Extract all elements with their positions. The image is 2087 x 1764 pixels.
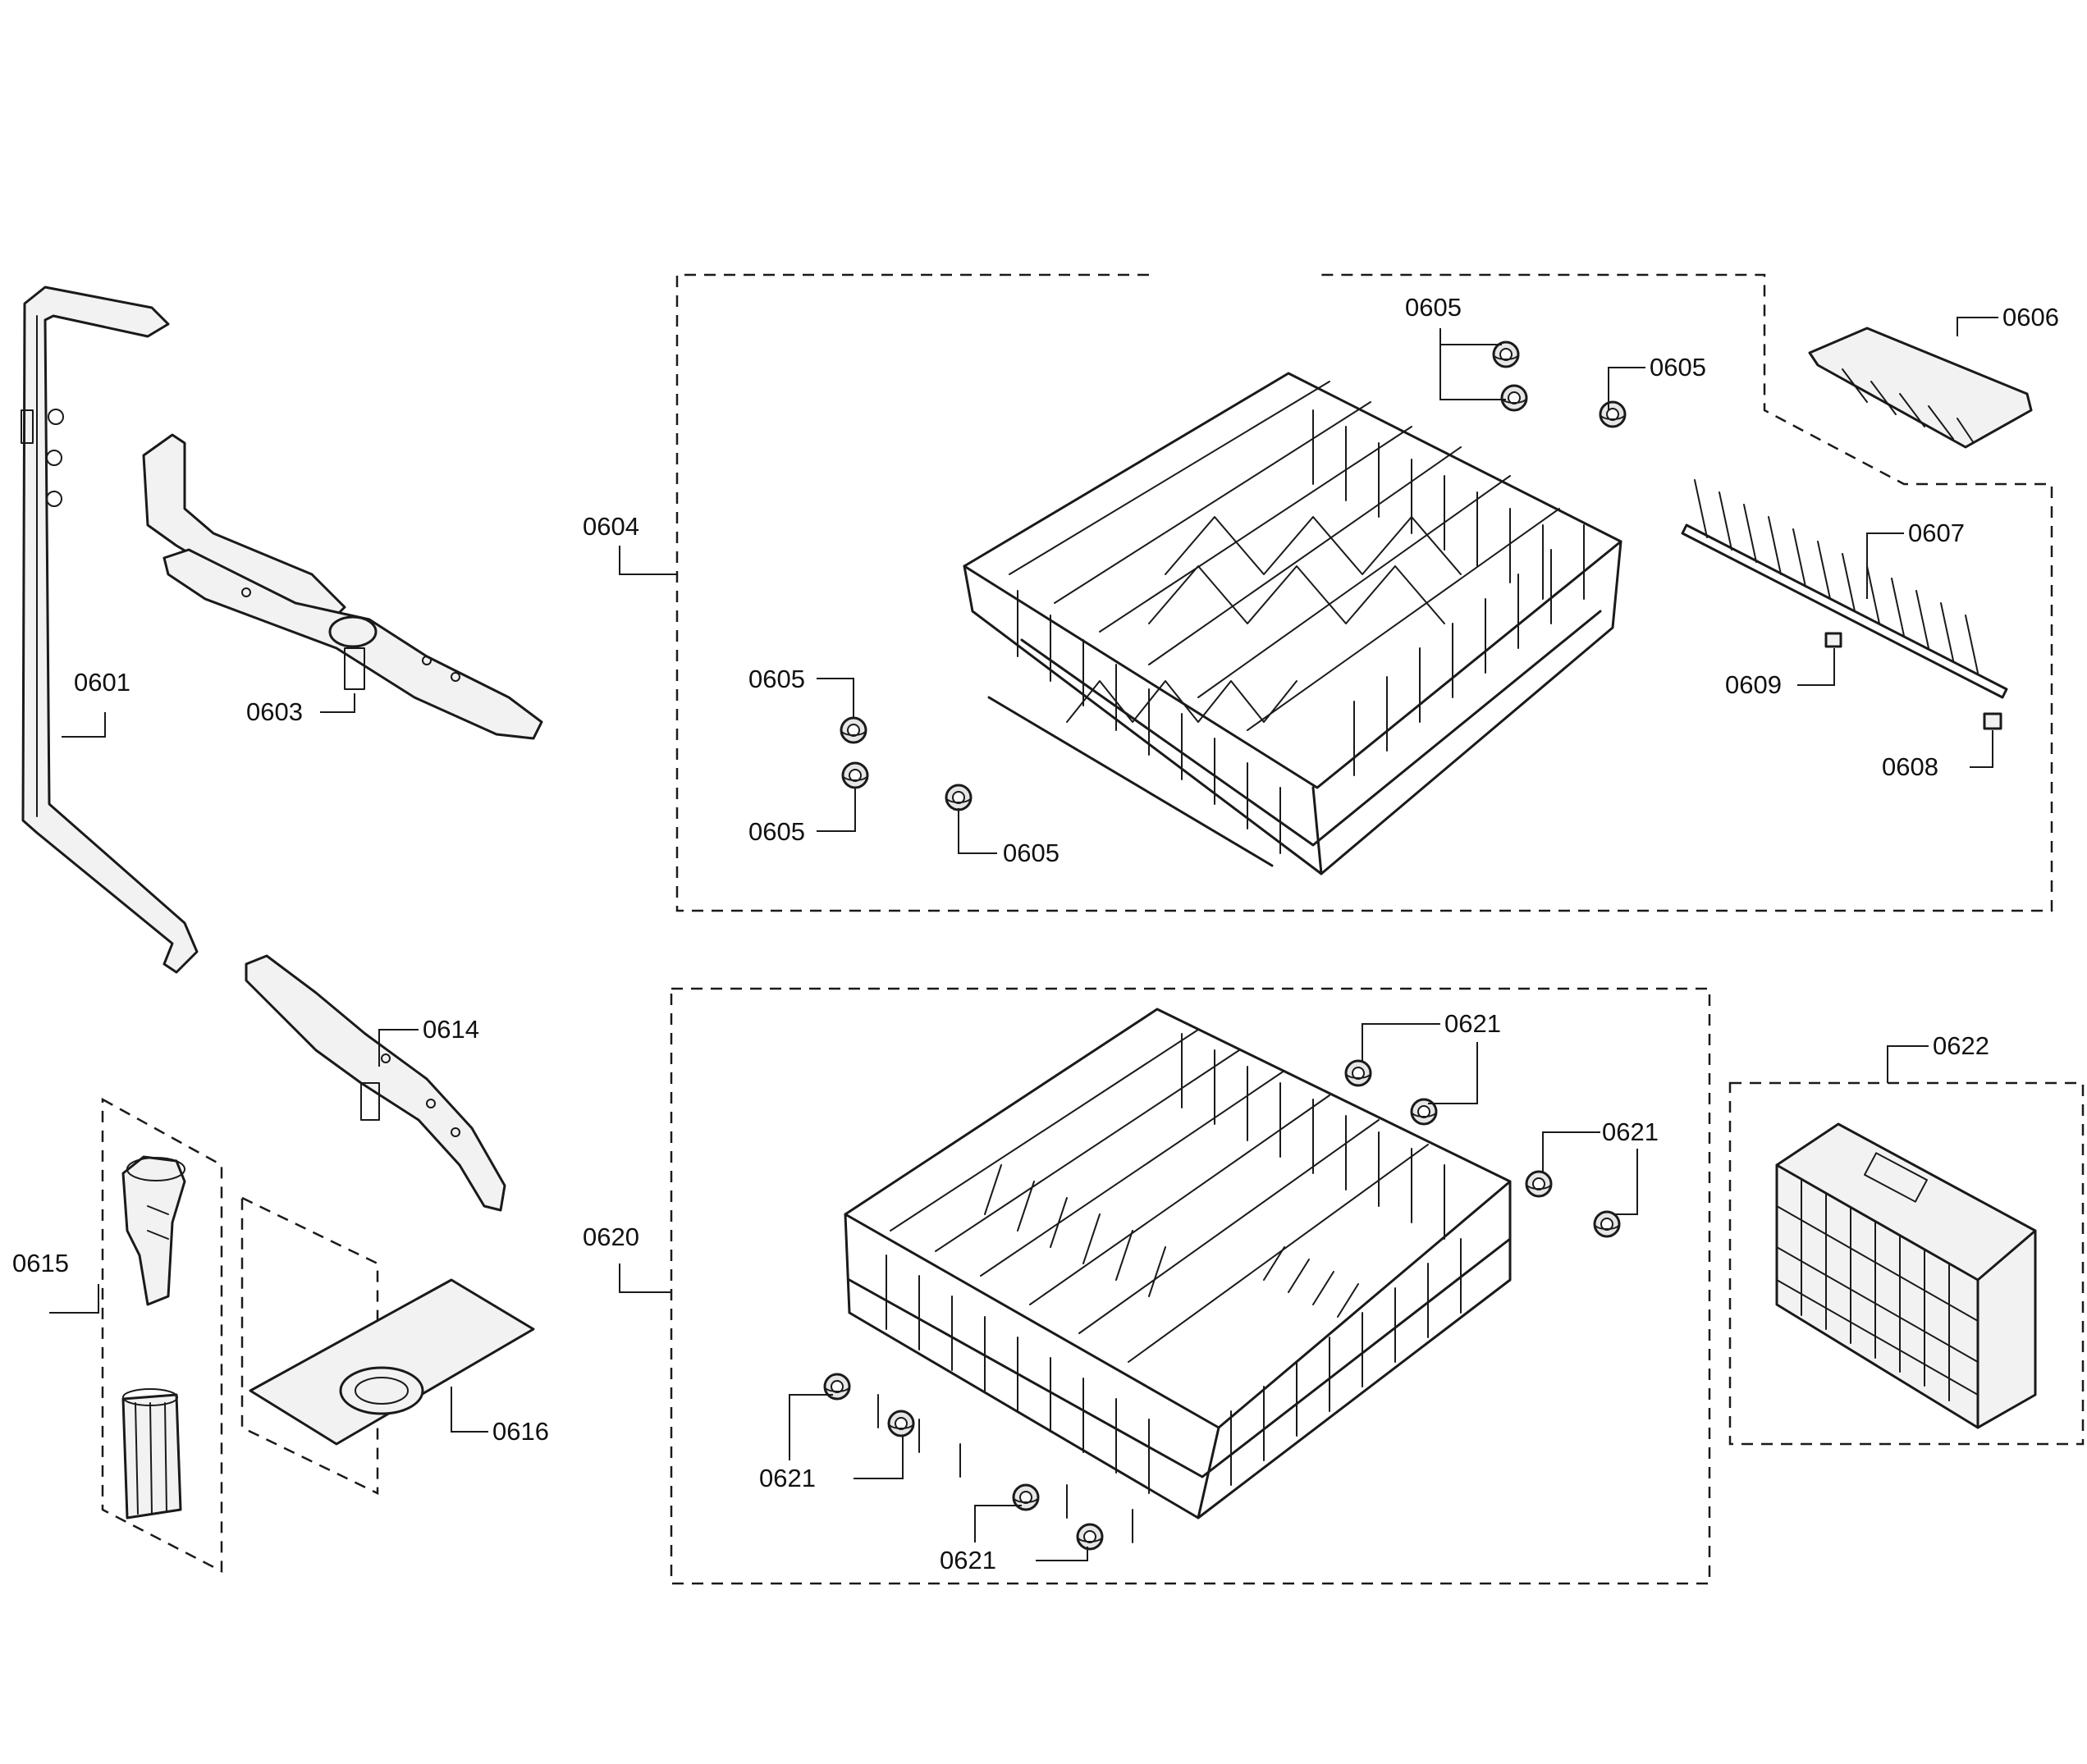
label-0605-c: 0605 [748, 665, 805, 693]
part-0620-lower-rack-assembly: 0620 [583, 987, 1711, 1585]
label-0616: 0616 [492, 1417, 549, 1446]
label-0608: 0608 [1882, 752, 1938, 781]
label-0614: 0614 [423, 1015, 479, 1044]
label-0604: 0604 [583, 512, 639, 541]
wheels-0605: 0605 0605 0605 0605 0605 [748, 293, 1706, 867]
wheels-0621: 0621 0621 0621 0621 [759, 1009, 1659, 1574]
label-0607: 0607 [1908, 519, 1965, 547]
label-0615: 0615 [12, 1249, 69, 1277]
label-0605-a: 0605 [1405, 293, 1462, 322]
label-0606: 0606 [2002, 303, 2059, 331]
part-0604-upper-rack-assembly: 0604 [583, 273, 2059, 912]
upper-rack-basket [963, 372, 1622, 875]
lower-rack-basket [844, 1008, 1512, 1543]
part-0606-cup-shelf: 0606 [1808, 303, 2059, 449]
label-0605-d: 0605 [748, 817, 805, 846]
part-0601-supply-pipe: 0601 [21, 286, 199, 974]
part-0609-clip: 0609 [1725, 632, 1842, 699]
label-0605-e: 0605 [1003, 839, 1060, 867]
label-0622: 0622 [1933, 1031, 1989, 1060]
label-0603: 0603 [246, 697, 303, 726]
part-0616-filter-plate: 0616 [240, 1196, 549, 1495]
label-0621-d: 0621 [940, 1546, 996, 1574]
part-0608-clip: 0608 [1882, 712, 2002, 781]
label-0621-b: 0621 [1602, 1117, 1659, 1146]
part-0615-filter-assembly: 0615 [12, 1097, 223, 1574]
label-0621-a: 0621 [1444, 1009, 1501, 1038]
label-0621-c: 0621 [759, 1464, 816, 1492]
label-0620: 0620 [583, 1222, 639, 1251]
label-0609: 0609 [1725, 670, 1782, 699]
label-0605-b: 0605 [1650, 353, 1706, 382]
part-0607-tine-row: 0607 [1681, 479, 2008, 699]
label-0601: 0601 [74, 668, 130, 697]
part-0603-upper-spray-arm: 0603 [142, 433, 543, 740]
part-0622-silverware-basket: 0622 [1728, 1031, 2085, 1446]
part-0614-lower-spray-arm: 0614 [245, 954, 506, 1212]
